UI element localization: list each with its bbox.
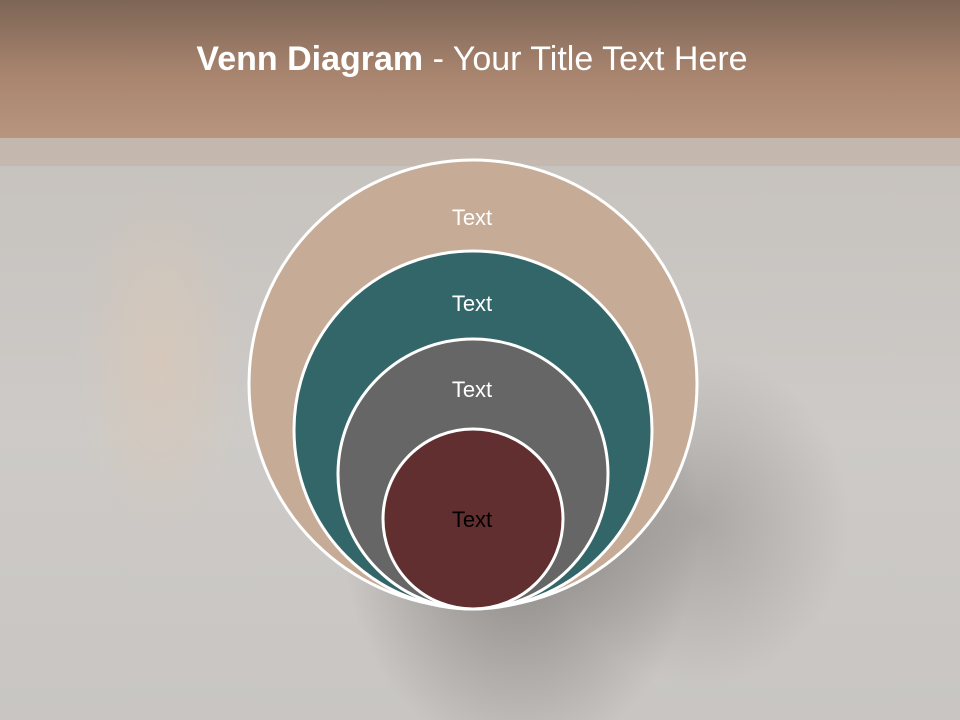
- slide-title-rest: - Your Title Text Here: [423, 40, 748, 78]
- circle-inner[interactable]: [381, 427, 565, 611]
- circle-second-label: Text: [452, 291, 492, 316]
- title-band: [0, 0, 960, 138]
- slide-title: Venn Diagram - Your Title Text Here: [0, 40, 944, 79]
- circle-inner-label: Text: [452, 507, 492, 532]
- slide-title-bold: Venn Diagram: [196, 40, 424, 78]
- circle-outer-label: Text: [452, 205, 492, 230]
- circle-third-label: Text: [452, 377, 492, 402]
